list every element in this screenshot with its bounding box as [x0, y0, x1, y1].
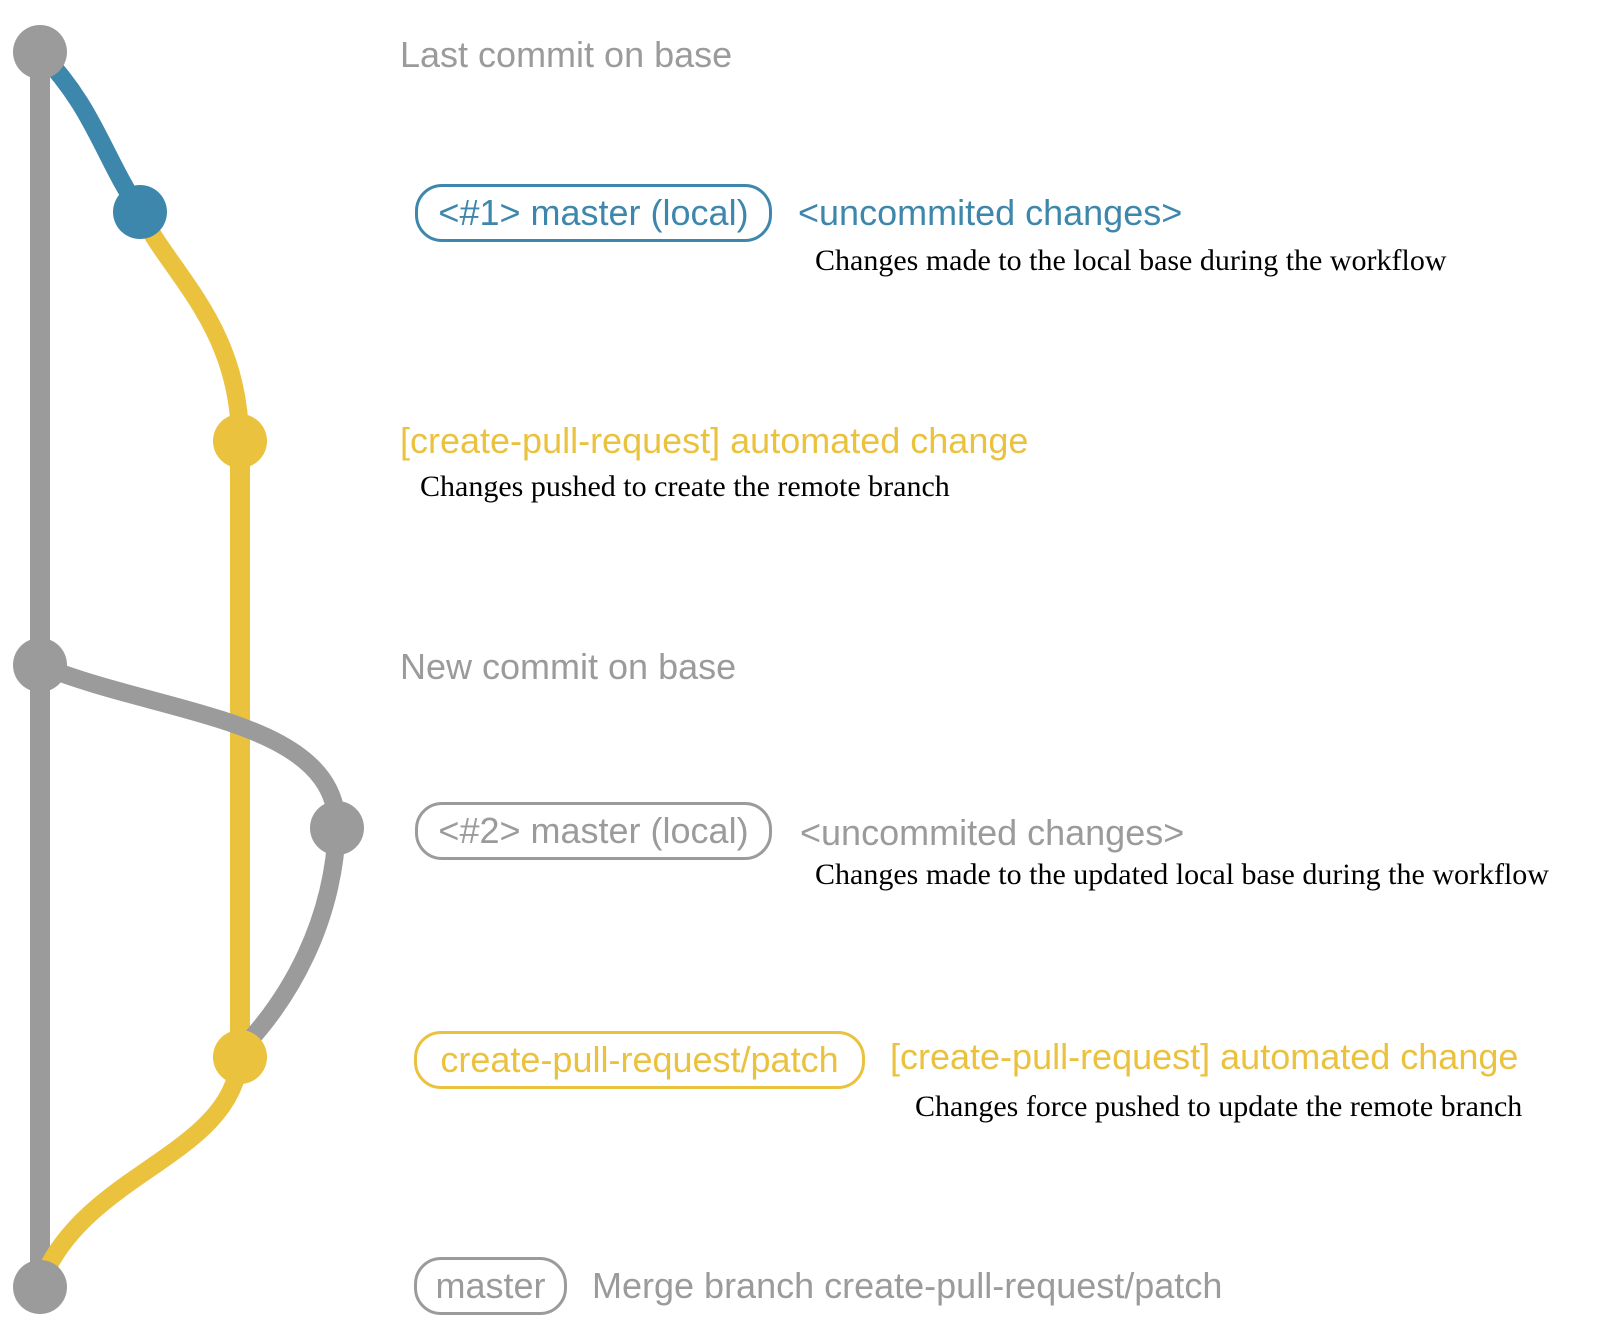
branch-edge-local-branch-2b: [241, 827, 346, 1049]
uncommited-changes-1-label: <uncommited changes>: [798, 192, 1183, 233]
last-commit-on-base-label: Last commit on base: [400, 34, 733, 75]
uncommited-changes-1-desc: Changes made to the local base during th…: [815, 244, 1447, 277]
graph-svg: [13, 25, 364, 1314]
commit-node-commit-1-local: [113, 185, 167, 239]
uncommited-changes-2-desc: Changes made to the updated local base d…: [815, 858, 1549, 891]
commit-1-badge: <#1> master (local): [415, 184, 772, 242]
patch-branch-badge-label: create-pull-request/patch: [440, 1039, 839, 1080]
uncommited-changes-2-label: <uncommited changes>: [800, 812, 1185, 853]
commit-node-last-commit-on-base: [13, 25, 67, 79]
merge-branch-label: Merge branch create-pull-request/patch: [592, 1265, 1223, 1306]
branch-edge-local-branch-2a: [36, 656, 347, 829]
commit-node-new-commit-on-base: [13, 638, 67, 692]
master-badge-label: master: [435, 1265, 546, 1306]
new-commit-on-base-label: New commit on base: [400, 646, 737, 687]
commit-2-badge-label: <#2> master (local): [438, 810, 749, 851]
commit-2-badge: <#2> master (local): [415, 802, 772, 860]
commit-1-badge-label: <#1> master (local): [438, 192, 749, 233]
branch-edge-merge-curve: [35, 1055, 249, 1279]
automated-change-1-desc: Changes pushed to create the remote bran…: [420, 470, 950, 503]
branch-edge-local-branch-1: [33, 45, 148, 217]
commit-node-automated-change-1: [213, 414, 267, 468]
automated-change-2-label: [create-pull-request] automated change: [890, 1036, 1519, 1077]
commit-node-automated-change-2: [213, 1030, 267, 1084]
patch-branch-badge: create-pull-request/patch: [414, 1031, 865, 1089]
commit-node-commit-2-local: [310, 801, 364, 855]
automated-change-1-label: [create-pull-request] automated change: [400, 420, 1029, 461]
automated-change-2-desc: Changes force pushed to update the remot…: [915, 1090, 1523, 1123]
master-badge: master: [414, 1257, 567, 1315]
branch-edge-patch-branch-out: [131, 208, 249, 442]
commit-node-merge-commit: [13, 1260, 67, 1314]
